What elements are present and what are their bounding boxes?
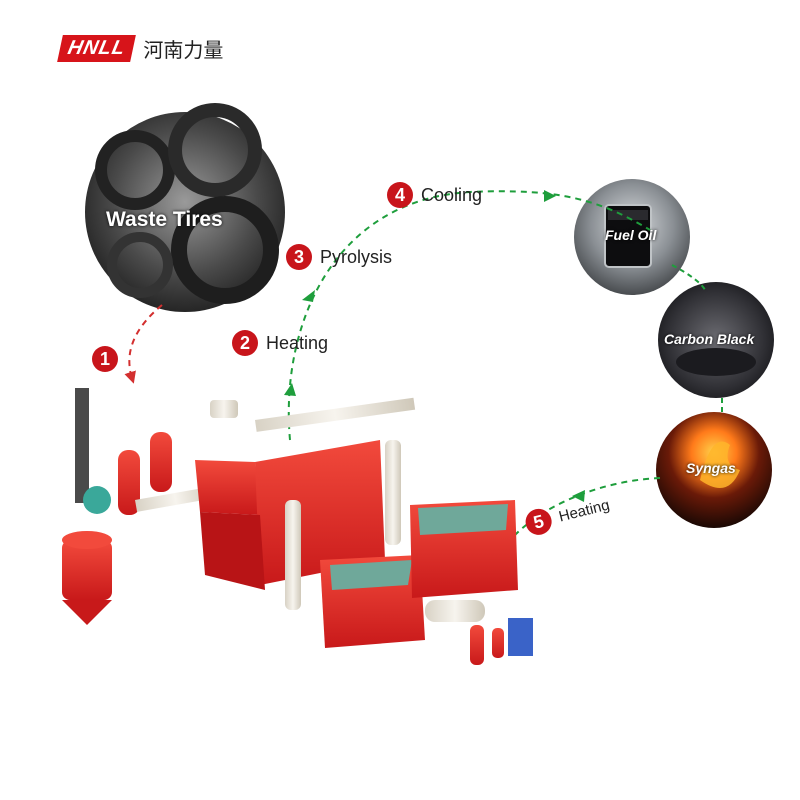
process-flow-loop [287, 190, 651, 441]
brand-logo: HNLL 河南力量 [57, 34, 224, 63]
waste-tires-label: Waste Tires [106, 208, 223, 231]
carbon-black-image [658, 282, 774, 398]
step-2: 2 Heating [232, 330, 328, 356]
step-1-badge: 1 [92, 346, 118, 372]
step-3: 3 Pyrolysis [286, 244, 392, 270]
flow-arrowhead-1 [284, 383, 296, 396]
step-4-label: Cooling [421, 184, 483, 205]
step-1: 1 [92, 346, 118, 372]
flow-arrowhead-2 [302, 290, 315, 302]
fuel-oil-image [574, 179, 690, 295]
step-3-label: Pyrolysis [320, 246, 393, 267]
carbon-black-label: Carbon Black [664, 331, 755, 347]
step-2-label: Heating [266, 332, 329, 353]
logo-text: 河南力量 [143, 38, 224, 62]
flow-arrowhead-3 [544, 190, 556, 202]
step-3-badge: 3 [286, 244, 312, 270]
pyrolysis-plant [62, 388, 533, 665]
waste-tires-image [85, 103, 285, 312]
syngas-image [656, 412, 772, 528]
fuel-oil-label: Fuel Oil [605, 227, 657, 243]
flow-arrowhead-4 [572, 490, 585, 502]
step-2-badge: 2 [232, 330, 258, 356]
step-4-badge: 4 [387, 182, 413, 208]
feed-arrow [124, 304, 163, 384]
product-link-1 [671, 264, 706, 291]
step-4: 4 Cooling [387, 182, 482, 208]
syngas-label: Syngas [686, 460, 736, 476]
